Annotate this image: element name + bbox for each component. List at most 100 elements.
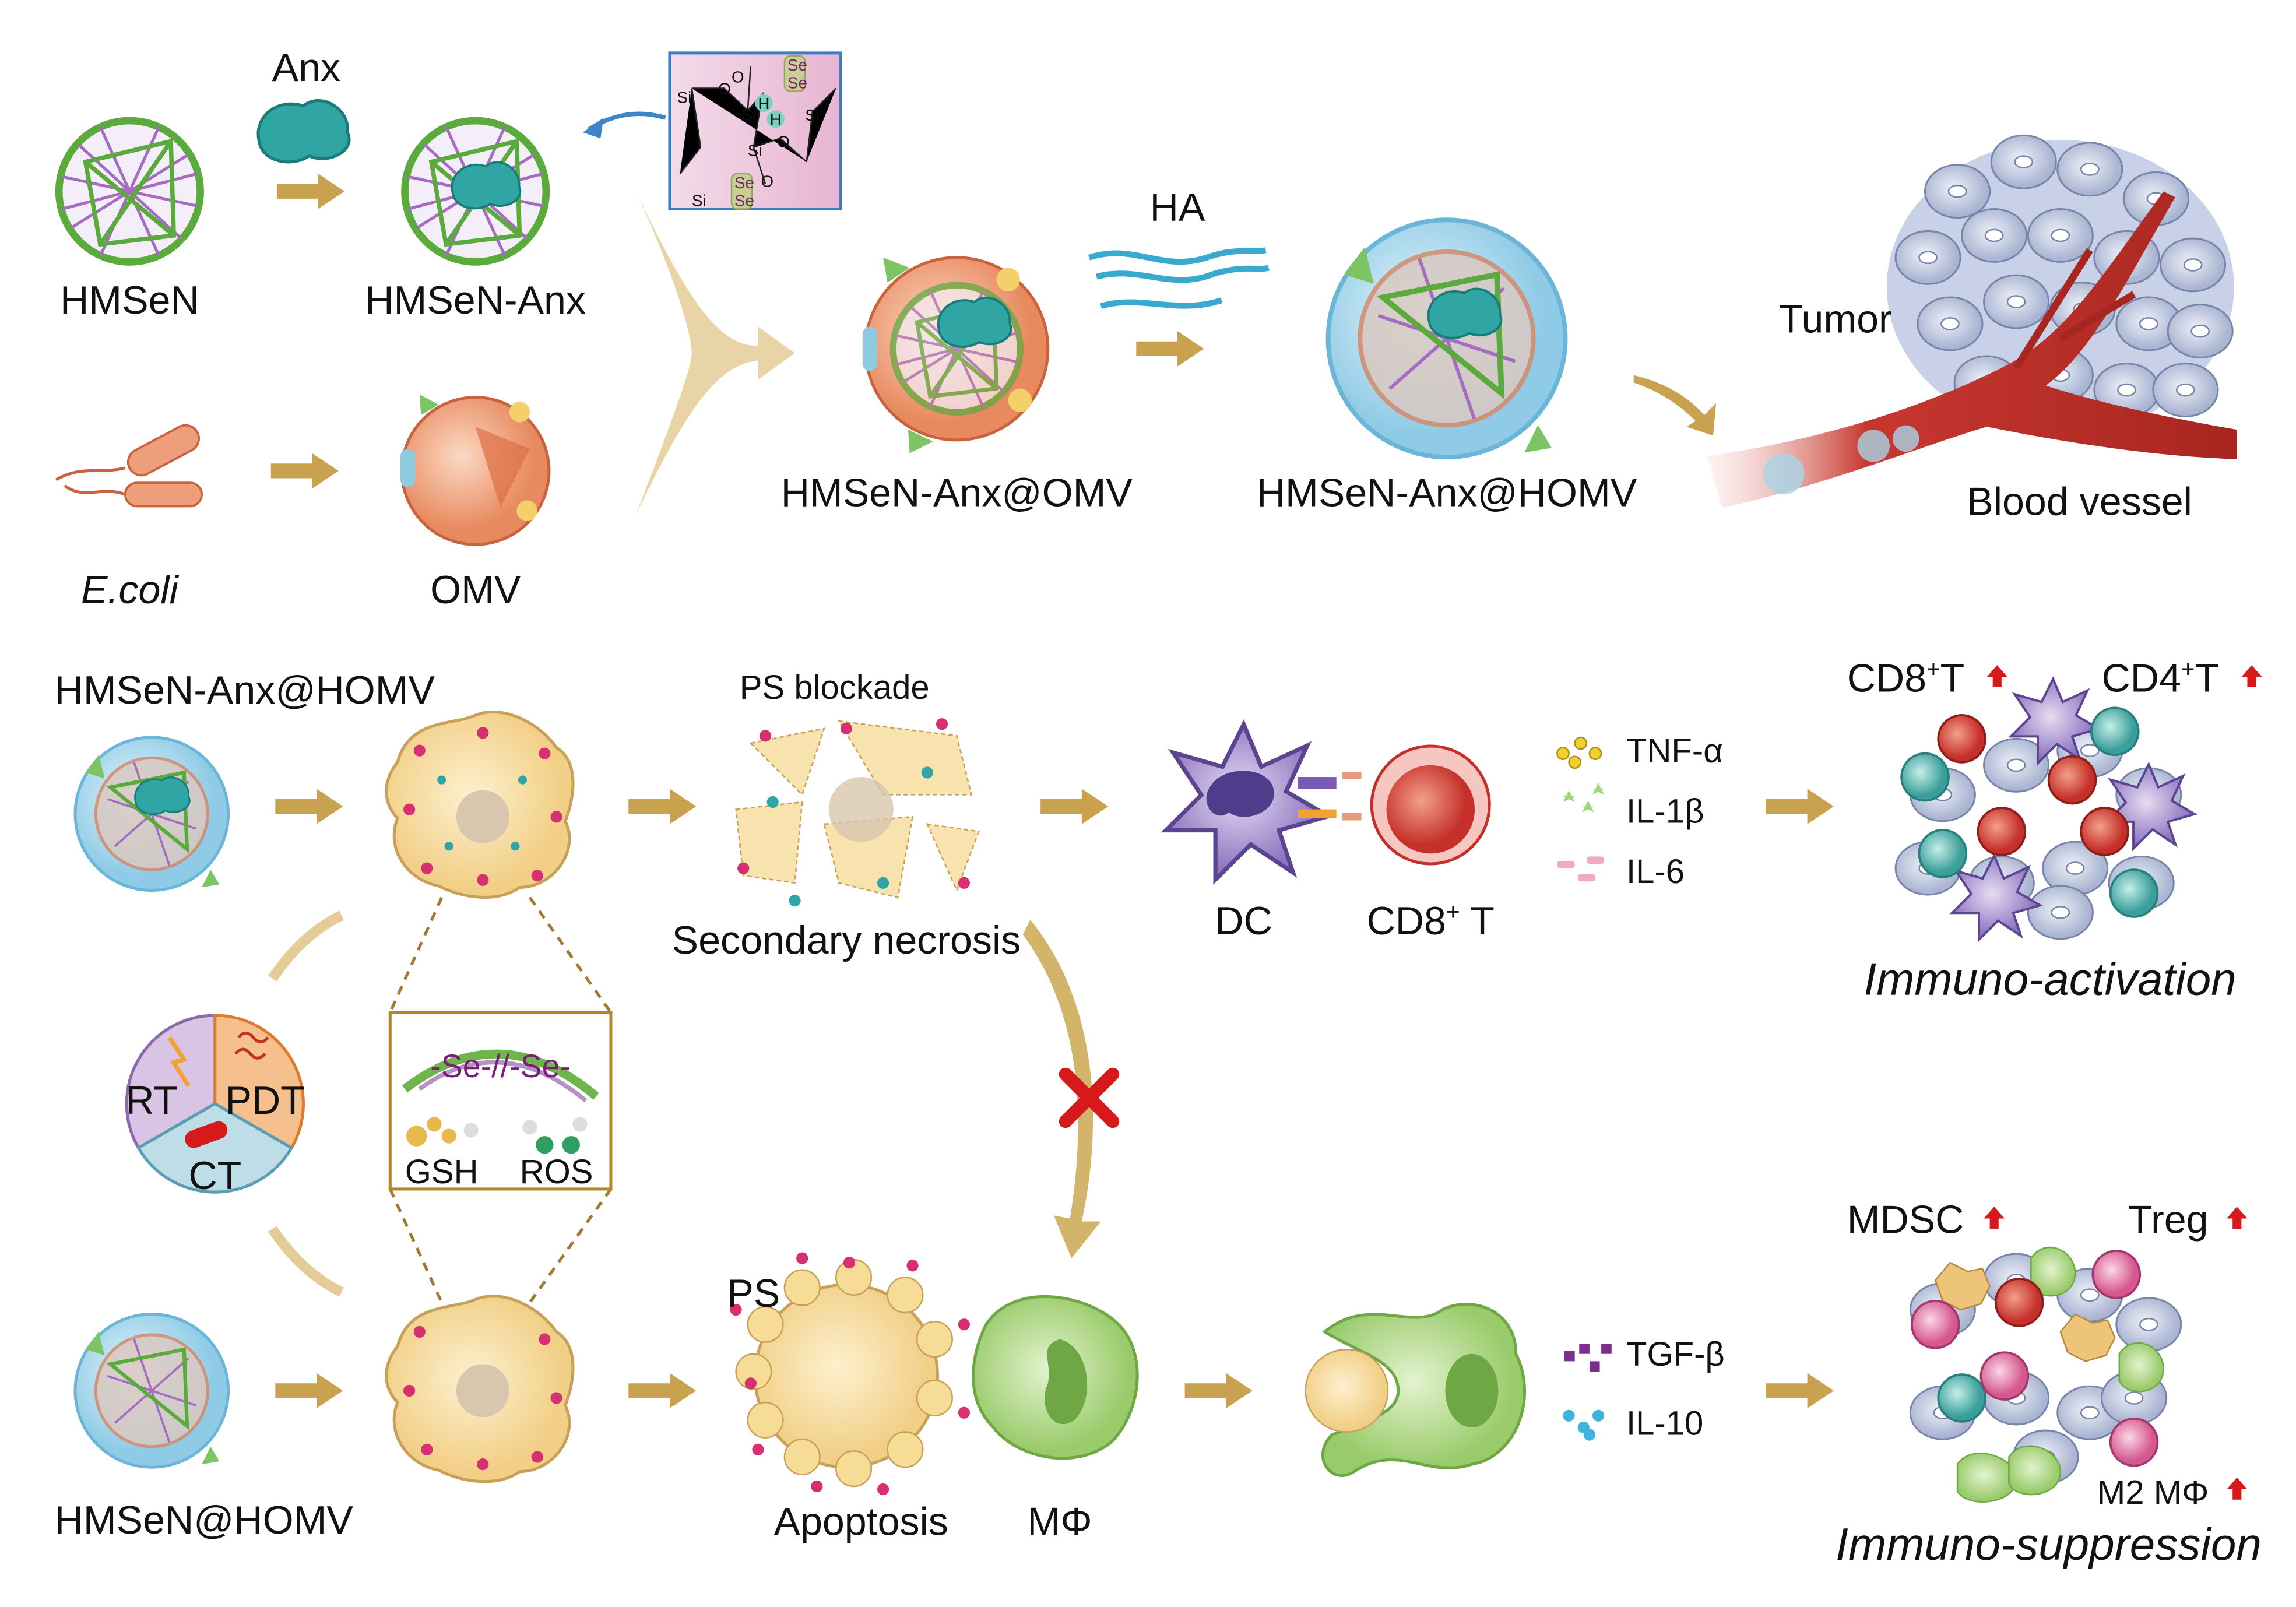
- si-atom: Si: [805, 106, 820, 124]
- increase-arrow-icon: [1984, 1207, 2005, 1229]
- secondary-necrosis-label: Secondary necrosis: [672, 918, 1021, 962]
- pdt-label: PDT: [226, 1078, 305, 1123]
- cd4-t-increase-label: CD4+T: [2102, 655, 2220, 700]
- degradation-box: -Se-//-Se- GSH ROS: [388, 1011, 613, 1191]
- ros-molecule-icon: [522, 1117, 588, 1154]
- macrophage: [972, 1295, 1139, 1460]
- arrow: [1766, 1373, 1834, 1409]
- tumor-cell-with-particles: [386, 1296, 573, 1482]
- hmsen-label: HMSeN: [60, 278, 199, 322]
- arrow: [270, 453, 339, 489]
- gsh-label: GSH: [405, 1153, 479, 1191]
- apoptosis-label: Apoptosis: [774, 1499, 948, 1543]
- blocked-x-icon: [1059, 1067, 1120, 1128]
- rt-label: RT: [125, 1078, 178, 1123]
- anx-label: Anx: [272, 45, 340, 90]
- tgf-beta-icon: [1564, 1344, 1612, 1372]
- se-atom: Se: [787, 73, 807, 92]
- immuno-activation-label: Immuno-activation: [1864, 954, 2237, 1005]
- immuno-suppression-cluster: [1909, 1246, 2182, 1503]
- immuno-activation-cluster: [1894, 677, 2196, 941]
- blood-vessel: [1707, 191, 2237, 508]
- annexin-protein-icon: [258, 101, 349, 162]
- arrow: [268, 1226, 344, 1297]
- il-6-icon: [1557, 856, 1605, 882]
- increase-arrow-icon: [2241, 665, 2262, 688]
- blood-vessel-label: Blood vessel: [1967, 480, 2192, 524]
- arrow: [1136, 331, 1204, 367]
- cytokine-tgf-beta: TGF-β: [1626, 1335, 1725, 1373]
- ps-label: PS: [727, 1271, 780, 1316]
- hmsen-homv-particle: [75, 1314, 228, 1468]
- se-atom: Se: [787, 56, 807, 74]
- hmsen-anx-label: HMSeN-Anx: [365, 278, 586, 322]
- necrotic-cell-fragments: [735, 718, 980, 907]
- h-atom: H: [770, 111, 782, 129]
- o-atom: O: [777, 132, 790, 150]
- cytokine-il-10: IL-10: [1626, 1405, 1703, 1443]
- increase-arrow-icon: [1986, 665, 2007, 688]
- therapy-pie: [125, 1014, 305, 1194]
- gsh-molecule-icon: [406, 1117, 479, 1147]
- tumor-cell-with-particles: [386, 712, 573, 897]
- hmsen-nanoparticle: [59, 121, 200, 262]
- cd8-t-increase-label: CD8+T: [1847, 655, 1965, 700]
- dendritic-cell: [1166, 725, 1337, 880]
- ha-label: HA: [1150, 185, 1205, 230]
- ps-blockade-label: PS blockade: [740, 669, 930, 706]
- arrow: [1633, 375, 1717, 436]
- zoom-guide-lines: [388, 896, 613, 1303]
- ecoli-bacterium-icon: [55, 424, 203, 508]
- arrow: [628, 789, 697, 824]
- dc-label: DC: [1215, 899, 1272, 943]
- ros-label: ROS: [520, 1153, 593, 1191]
- arrow: [628, 1373, 697, 1409]
- diselenide-bond-label: -Se-//-Se-: [430, 1048, 571, 1084]
- cytokine-il-1beta: IL-1β: [1626, 792, 1704, 830]
- treg-increase-label: Treg: [2128, 1198, 2209, 1242]
- combine-arrow: [635, 191, 795, 515]
- efferocytosis-macrophage: [1305, 1303, 1526, 1477]
- tumor-label: Tumor: [1778, 297, 1891, 342]
- si-atom: Si: [742, 106, 757, 124]
- hmsen-anx-homv-label: HMSeN-Anx@HOMV: [1257, 471, 1637, 515]
- o-atom: O: [718, 80, 731, 98]
- increase-arrow-icon: [2227, 1477, 2248, 1500]
- arrow: [1184, 1373, 1253, 1409]
- tumor-mass: [1886, 134, 2234, 434]
- hmsen-anx-omv-label: HMSeN-Anx@OMV: [781, 471, 1133, 515]
- blocked-pathway-arrow: [1022, 919, 1101, 1258]
- apoptotic-cell: [730, 1252, 971, 1496]
- cd8-t-label: CD8+ T: [1367, 898, 1495, 943]
- il-10-icon: [1563, 1409, 1605, 1441]
- si-atom: Si: [692, 191, 706, 209]
- m2-macrophage-increase-label: M2 MΦ: [2097, 1474, 2209, 1511]
- o-atom: O: [761, 173, 773, 191]
- omv-vesicle: [400, 394, 551, 546]
- il-1beta-icon: [1563, 783, 1605, 813]
- o-atom: O: [732, 68, 744, 86]
- arrow: [268, 910, 344, 982]
- mdsc-increase-label: MDSC: [1847, 1198, 1964, 1242]
- omv-label: OMV: [430, 568, 521, 612]
- si-atom: Si: [677, 89, 692, 107]
- cd8-t-cell: [1342, 744, 1491, 866]
- arrow: [275, 1373, 343, 1409]
- arrow: [1040, 789, 1109, 824]
- cytokine-il-6: IL-6: [1626, 853, 1685, 891]
- immuno-suppression-label: Immuno-suppression: [1836, 1518, 2262, 1570]
- cytokine-tnf-alpha: TNF-α: [1626, 732, 1723, 770]
- arrow: [276, 173, 344, 209]
- hmsen-anx-nanoparticle: [405, 121, 546, 262]
- increase-arrow-icon: [2227, 1207, 2248, 1229]
- hmsen-anx-omv-particle: [862, 256, 1050, 453]
- arrow: [275, 789, 343, 824]
- macrophage-label: MΦ: [1027, 1499, 1092, 1543]
- se-atom: Se: [734, 191, 754, 209]
- si-atom: Si: [748, 142, 762, 160]
- ct-label: CT: [188, 1154, 241, 1198]
- tnf-alpha-icon: [1556, 736, 1602, 769]
- se-atom: Se: [734, 174, 754, 192]
